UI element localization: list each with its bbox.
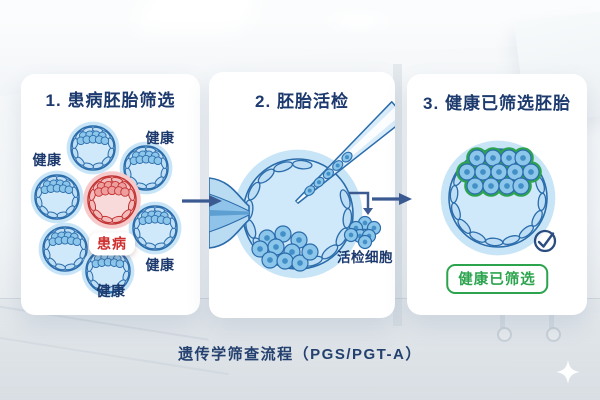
ceiling-light-panel [144,0,251,20]
diseased-label: 患病 [89,232,135,256]
lab-cart-wheel [546,327,561,342]
screened-embryo-graphic [440,140,557,256]
healthy-label: 健康 [145,257,175,273]
panel2-title: 2. 胚胎活检 [255,92,349,111]
biopsy-cells-label: 活检细胞 [337,250,393,265]
healthy-label: 健康 [96,283,126,299]
sparkle-icon [556,360,580,384]
lab-cart-wheel [497,327,512,342]
healthy-label: 健康 [32,152,62,168]
process-caption: 遗传学筛查流程（PGS/PGT-A） [178,346,422,363]
screening-embryos-graphic [30,121,182,298]
arrow-right-icon [182,195,222,207]
panel-screened-embryo: 3. 健康已筛选胚胎 健康已筛选 [407,74,587,315]
equipment-pole [393,64,402,326]
biopsy-graphic [209,101,395,279]
ceiling-glow [318,6,398,36]
panel-embryo-screening: 1. 患病胚胎筛选 健康 健康 健康 健康 患病 [21,74,200,315]
panel-embryo-biopsy: 2. 胚胎活检 活检细胞 [209,72,395,318]
arrow-right-icon [372,193,412,205]
panel1-title: 1. 患病胚胎筛选 [45,91,176,110]
healthy-label: 健康 [145,130,175,146]
panel3-title: 3. 健康已筛选胚胎 [423,94,571,113]
healthy-screened-badge: 健康已筛选 [446,264,548,294]
